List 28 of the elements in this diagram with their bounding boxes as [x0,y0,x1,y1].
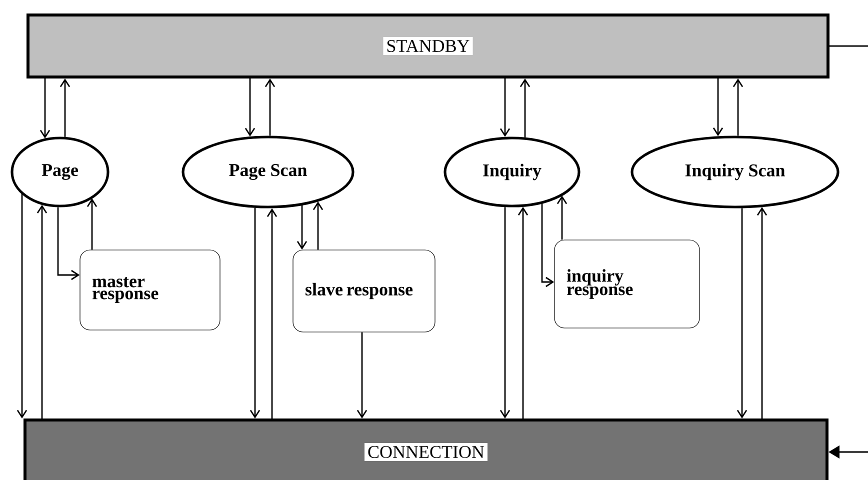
standby-bar: STANDBY [26,14,830,78]
response-box: inquiry response [554,240,700,328]
arrow [296,205,308,250]
arrow [60,78,70,137]
arrow [57,207,80,280]
response-box: master response [80,250,220,330]
arrow [250,208,260,418]
connection-bar: CONNECTION [24,418,828,480]
arrow [500,207,510,418]
arrow [712,78,724,136]
arrow [312,201,324,250]
arrow [264,78,276,136]
arrow [36,204,48,418]
arrow [756,207,768,418]
arrow [541,204,554,288]
arrow [86,198,98,250]
response-box: slave response [292,250,436,332]
arrow [736,208,748,418]
arrow [16,194,28,418]
arrow [500,78,510,137]
arrow [266,208,278,418]
arrow [356,332,368,418]
arrow [518,206,528,418]
arrow [556,196,568,240]
arrow [732,78,744,136]
arrow [520,78,530,138]
arrow [40,78,50,138]
arrow [244,78,256,136]
